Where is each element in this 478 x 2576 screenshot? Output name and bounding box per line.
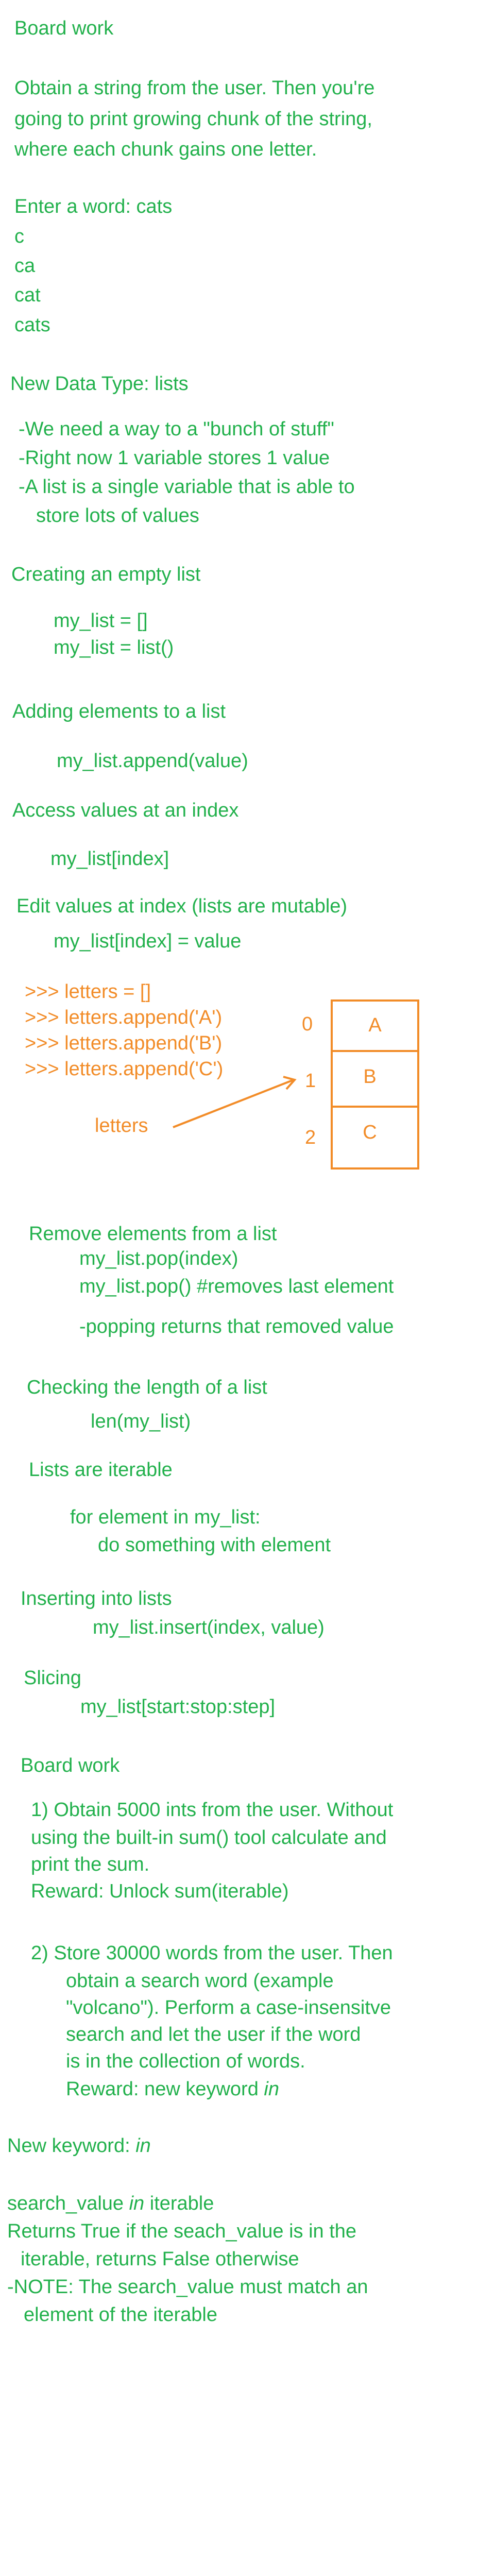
syntax-iterable: iterable — [149, 2193, 214, 2214]
lists-note: store lots of values — [36, 505, 199, 527]
index-label: 0 — [302, 1013, 313, 1035]
index-label: 1 — [305, 1070, 316, 1092]
keyword-note: -NOTE: The search_value must match an — [7, 2276, 368, 2298]
board-work-line: where each chunk gains one letter. — [14, 139, 317, 160]
lists-note: -Right now 1 variable stores 1 value — [19, 447, 330, 469]
arrowhead-icon — [283, 1076, 297, 1090]
reference-arrow — [173, 1079, 294, 1128]
code-line: my_list[start:stop:step] — [80, 1696, 276, 1718]
keyword-title-text: New keyword: — [7, 2135, 130, 2157]
task2-line: "volcano"). Perform a case-insensitve — [66, 1997, 391, 2019]
lists-note: -A list is a single variable that is abl… — [19, 476, 355, 498]
code-line: my_list = [] — [54, 610, 148, 632]
task2-reward-text: Reward: new keyword — [66, 2078, 259, 2100]
task1-line: using the built-in sum() tool calculate … — [31, 1827, 387, 1849]
empty-list-title: Creating an empty list — [11, 564, 201, 585]
inserting-title: Inserting into lists — [21, 1588, 172, 1609]
remove-title: Remove elements from a list — [29, 1223, 277, 1245]
list-diagram: 0 1 2 A B C — [173, 999, 419, 1170]
example-output: ca — [14, 255, 36, 277]
code-line: my_list.append(value) — [57, 750, 248, 772]
task1-line: 1) Obtain 5000 ints from the user. Witho… — [31, 1799, 394, 1821]
task2-reward: Reward: new keyword in — [66, 2077, 279, 2101]
task2-line: 2) Store 30000 words from the user. Then — [31, 1942, 393, 1964]
iterable-title: Lists are iterable — [29, 1459, 173, 1481]
list-box — [331, 999, 419, 1170]
example-code-line: >>> letters = [] — [25, 981, 151, 1003]
example-code-line: >>> letters.append('C') — [25, 1058, 224, 1080]
task2-line: obtain a search word (example — [66, 1970, 334, 1992]
code-line: len(my_list) — [91, 1411, 191, 1432]
keyword-note: element of the iterable — [24, 2304, 218, 2326]
access-title: Access values at an index — [12, 800, 239, 821]
remove-note: -popping returns that removed value — [79, 1316, 394, 1337]
edit-title: Edit values at index (lists are mutable) — [16, 895, 348, 917]
board-work-2-title: Board work — [21, 1755, 120, 1776]
task1-line: print the sum. — [31, 1854, 150, 1875]
list-cell-value: B — [363, 1066, 376, 1088]
example-output: cats — [14, 314, 50, 336]
index-label: 2 — [305, 1127, 316, 1148]
example-output: cat — [14, 284, 41, 306]
code-line: for element in my_list: — [70, 1506, 261, 1528]
code-line: my_list.pop() #removes last element — [79, 1276, 394, 1297]
example-output: c — [14, 226, 24, 247]
task1-reward: Reward: Unlock sum(iterable) — [31, 1880, 289, 1902]
keyword-title: New keyword: in — [7, 2134, 151, 2158]
list-cell-value: A — [368, 1014, 382, 1036]
board-work-title: Board work — [14, 18, 114, 39]
board-work-line: Obtain a string from the user. Then you'… — [14, 77, 375, 99]
lists-title: New Data Type: lists — [10, 373, 189, 395]
code-line: my_list.pop(index) — [79, 1248, 238, 1269]
slicing-title: Slicing — [24, 1667, 81, 1689]
code-line: my_list.insert(index, value) — [93, 1617, 325, 1638]
example-code-line: >>> letters.append('A') — [25, 1007, 223, 1028]
code-line: do something with element — [98, 1534, 331, 1556]
board-work-line: going to print growing chunk of the stri… — [14, 108, 372, 130]
syntax-keyword: in — [129, 2193, 145, 2214]
code-line: my_list[index] = value — [54, 930, 242, 952]
keyword-syntax: search_value in iterable — [7, 2192, 214, 2215]
task2-reward-keyword: in — [264, 2078, 279, 2100]
task2-line: is in the collection of words. — [66, 2050, 305, 2072]
code-line: my_list[index] — [50, 848, 169, 870]
syntax-search-value: search_value — [7, 2193, 124, 2214]
example-prompt: Enter a word: cats — [14, 196, 173, 217]
code-line: my_list = list() — [54, 637, 174, 658]
list-cell-value: C — [363, 1122, 377, 1143]
variable-label: letters — [95, 1115, 148, 1137]
adding-title: Adding elements to a list — [12, 701, 226, 722]
keyword-note: iterable, returns False otherwise — [21, 2248, 299, 2270]
keyword-title-keyword: in — [135, 2135, 151, 2157]
length-title: Checking the length of a list — [27, 1377, 267, 1398]
lists-note: -We need a way to a "bunch of stuff" — [19, 418, 334, 440]
keyword-note: Returns True if the seach_value is in th… — [7, 2221, 357, 2242]
task2-line: search and let the user if the word — [66, 2024, 361, 2045]
example-code-line: >>> letters.append('B') — [25, 1032, 223, 1054]
